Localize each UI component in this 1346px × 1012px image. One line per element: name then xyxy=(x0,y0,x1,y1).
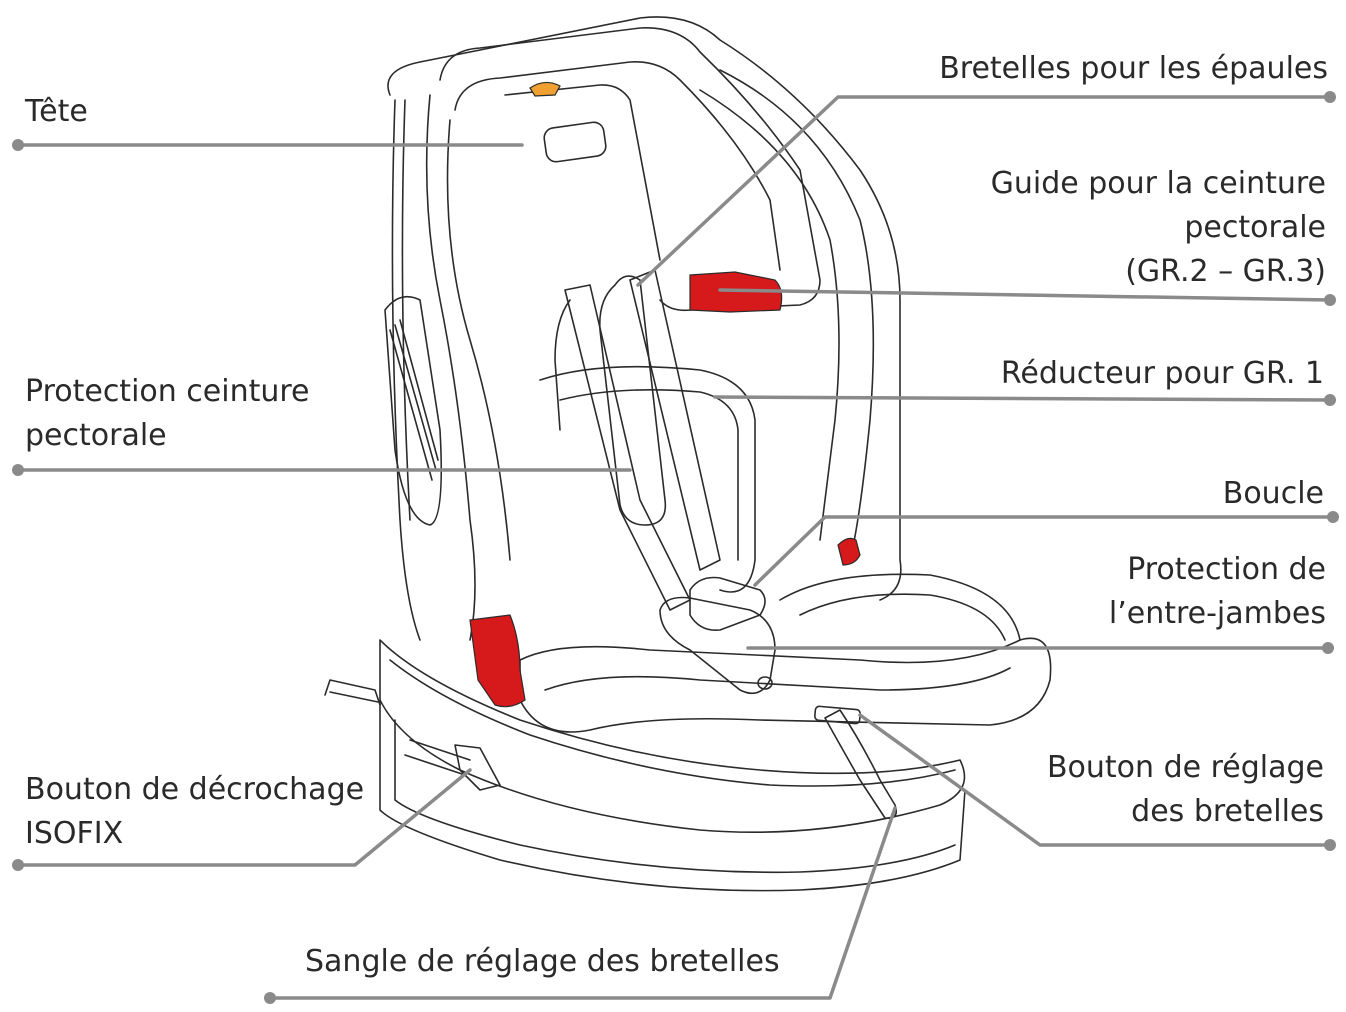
leader-sangle xyxy=(268,806,897,1000)
label-tete: Tête xyxy=(25,94,88,129)
label-bouton-reglage: Bouton de réglage des bretelles xyxy=(1046,750,1324,829)
seat-backrest-inner-line xyxy=(402,100,410,520)
seat-isofix-arm xyxy=(325,680,380,705)
seat-right-side xyxy=(780,574,1020,640)
seat-adjust-strap xyxy=(825,710,896,818)
leader-bretelles-epaules xyxy=(636,95,1332,287)
seat-chest-guard-left xyxy=(555,300,570,430)
seat-isofix-button xyxy=(455,745,500,790)
seat-backrest-shell xyxy=(388,17,901,600)
seat-lap-belt-guide-left-red xyxy=(469,614,526,708)
seat-buckle xyxy=(690,578,765,631)
label-boucle: Boucle xyxy=(1222,476,1324,511)
seat-headrest-handle-orange xyxy=(529,81,561,97)
leader-reducteur xyxy=(713,395,1332,402)
label-protection-ceinture: Protection ceinture pectorale xyxy=(25,374,310,453)
car-seat-illustration xyxy=(325,17,1051,891)
leader-isofix xyxy=(16,768,472,867)
seat-headrest-pad xyxy=(505,85,660,260)
seat-wing-left-2 xyxy=(448,120,511,560)
leader-guide-ceinture xyxy=(718,288,1332,302)
seat-shoulder-strap-right xyxy=(630,270,720,570)
seat-side-pad xyxy=(385,297,441,525)
leader-boucle xyxy=(753,515,1335,587)
seat-shoulder-pad xyxy=(600,276,666,525)
seat-headrest-inner xyxy=(455,62,780,270)
seat-backrest-rim-right xyxy=(720,70,873,560)
seat-base-cushion xyxy=(520,638,1051,732)
seat-adjust-button xyxy=(814,706,860,724)
label-reducteur: Réducteur pour GR. 1 xyxy=(1000,356,1324,391)
seat-wing-left xyxy=(427,95,475,640)
seat-crotch-pad xyxy=(660,598,775,694)
label-entre-jambes: Protection de l’entre-jambes xyxy=(1108,552,1326,631)
seat-back-cushion xyxy=(540,367,755,592)
seat-headrest-slot xyxy=(543,121,607,163)
seat-lower-shell xyxy=(380,640,965,832)
label-guide-ceinture: Guide pour la ceinture pectorale (GR.2 –… xyxy=(990,166,1326,289)
seat-backrest-inner-left xyxy=(392,100,420,640)
seat-base xyxy=(380,700,965,891)
leader-bouton-reglage xyxy=(858,713,1332,847)
label-sangle-reglage: Sangle de réglage des bretelles xyxy=(305,944,780,979)
label-isofix: Bouton de décrochage ISOFIX xyxy=(25,772,365,851)
leader-lines xyxy=(16,95,1335,1000)
seat-buckle-red xyxy=(837,537,861,566)
label-bretelles-epaules: Bretelles pour les épaules xyxy=(939,51,1328,86)
leader-endpoints xyxy=(12,91,1339,1004)
